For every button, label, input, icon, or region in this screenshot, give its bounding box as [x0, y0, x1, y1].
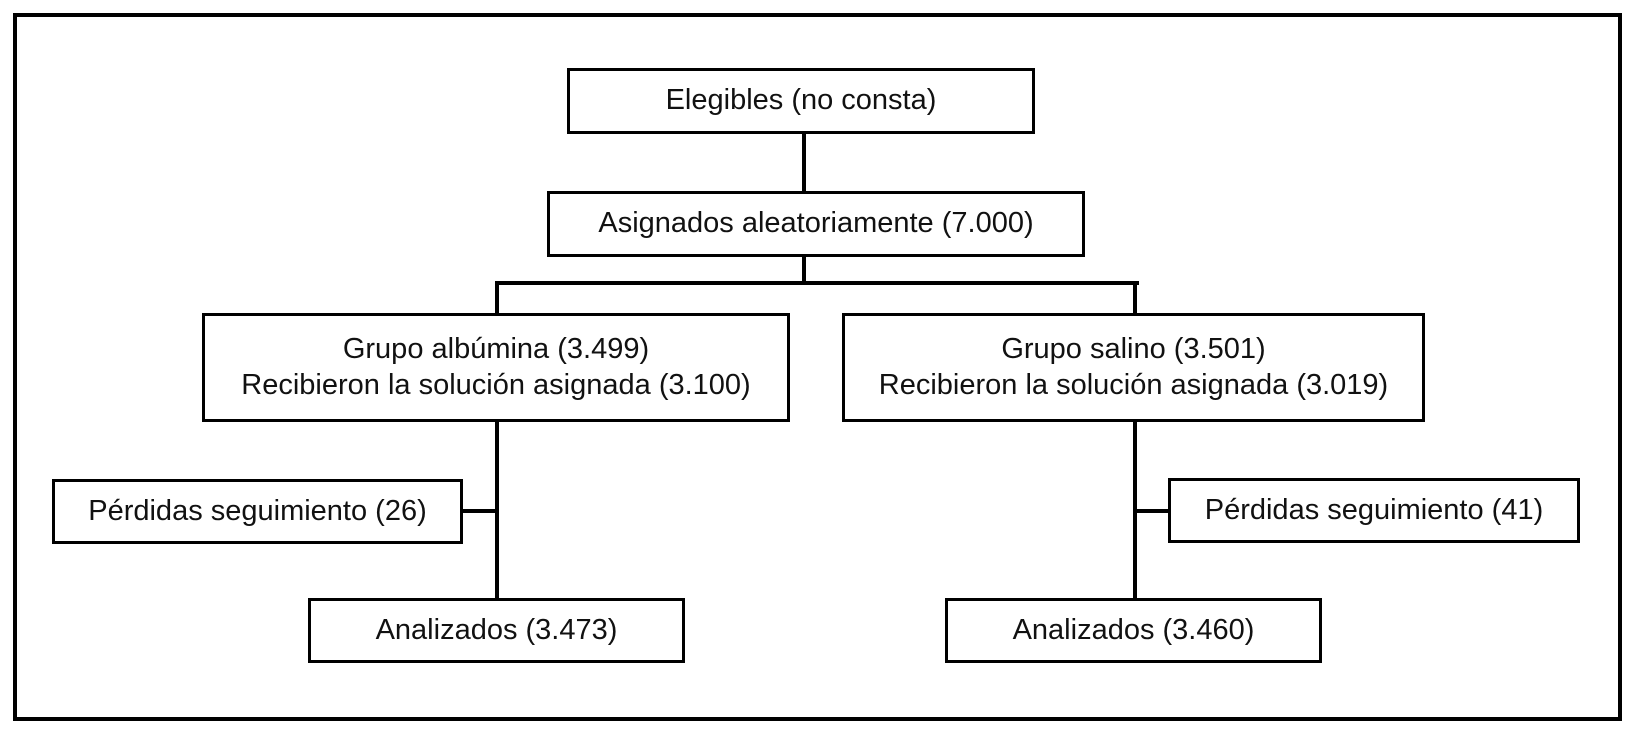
- connector-line-branch-horizontal: [495, 281, 1139, 285]
- node-analizados-albumina: Analizados (3.473): [308, 598, 685, 663]
- connector-line-perdidas-salino: [1133, 509, 1172, 513]
- node-analizados-albumina-label: Analizados (3.473): [375, 613, 618, 646]
- node-perdidas-seguimiento-salino: Pérdidas seguimiento (41): [1168, 478, 1580, 543]
- node-asignados-aleatoriamente: Asignados aleatoriamente (7.000): [547, 191, 1085, 257]
- node-elegibles: Elegibles (no consta): [567, 68, 1035, 134]
- connector-line-elegibles-asignados: [802, 132, 806, 193]
- node-asignados-label: Asignados aleatoriamente (7.000): [598, 207, 1034, 240]
- node-analizados-salino-label: Analizados (3.460): [1012, 613, 1255, 646]
- node-grupo-albumina-line2: Recibieron la solución asignada (3.100): [241, 368, 751, 401]
- node-perdidas-albumina-label: Pérdidas seguimiento (26): [88, 494, 427, 527]
- connector-line-branch-right-drop: [1133, 281, 1137, 315]
- node-analizados-salino: Analizados (3.460): [945, 598, 1322, 663]
- node-grupo-salino: Grupo salino (3.501) Recibieron la soluc…: [842, 313, 1425, 422]
- connector-line-asignados-drop: [802, 255, 806, 285]
- outer-frame: [13, 13, 1622, 721]
- connector-line-branch-left-drop: [495, 281, 499, 315]
- node-perdidas-seguimiento-albumina: Pérdidas seguimiento (26): [52, 479, 463, 544]
- node-grupo-albumina-line1: Grupo albúmina (3.499): [342, 332, 650, 365]
- connector-line-perdidas-albumina: [461, 509, 499, 513]
- node-grupo-salino-line2: Recibieron la solución asignada (3.019): [878, 368, 1389, 401]
- node-grupo-salino-line1: Grupo salino (3.501): [1001, 332, 1266, 365]
- node-grupo-albumina: Grupo albúmina (3.499) Recibieron la sol…: [202, 313, 790, 422]
- node-perdidas-salino-label: Pérdidas seguimiento (41): [1204, 493, 1544, 526]
- node-elegibles-label: Elegibles (no consta): [665, 84, 937, 117]
